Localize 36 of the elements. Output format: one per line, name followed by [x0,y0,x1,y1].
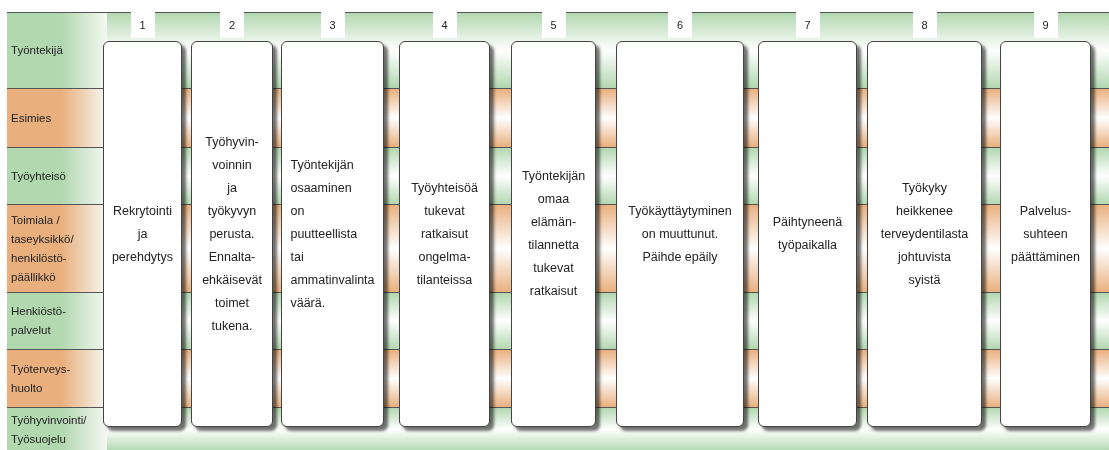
card-text: Työntekijän omaa elämän- tilannetta tukevat ratkaisut [521,168,586,300]
process-card [758,41,857,427]
card-text: Työntekijän osaaminen on puutteellista tai ammatinvalinta väärä. [290,156,375,312]
column-number: 7 [795,12,820,38]
process-card [1000,41,1091,427]
column-number: 2 [220,12,244,38]
lane-header [7,407,107,450]
lane-label: Työyhteisö [10,168,67,184]
card-text: Rekrytointi ja perehdytys [111,202,174,266]
process-card [616,41,744,427]
lane-label: Työhyvinvointi/ Työsuojelu [10,412,88,447]
process-card [191,41,273,427]
column-number: 3 [320,12,345,38]
process-card [511,41,596,427]
card-text: Palvelus- suhteen päättäminen [1011,202,1080,266]
lane-label: Työntekijä [10,43,64,58]
card-text: Työkyky heikkenee terveydentilasta johtuvista syistä [880,179,969,289]
column-number: 1 [130,12,155,38]
lane-label: Työterveys- huolto [10,361,72,396]
card-text: Päihtyneenä työpaikalla [772,214,843,254]
process-card [103,41,182,427]
card-text: Työyhteisöä tukevat ratkaisut ongelma- tilanteissa [411,179,478,289]
lane-header [7,12,107,88]
column-number: 5 [541,12,566,38]
card-text: Työkäyttäytyminen on muuttunut. Päihde epäily [627,202,733,266]
column-number: 6 [668,12,692,38]
column-number: 9 [1033,12,1058,38]
lane-label: Henkiöstö- palvelut [10,304,67,338]
process-card [867,41,982,427]
lane-label: Toimiala / taseyksikkö/ henkilöstö- päällikkö [10,212,75,285]
column-number: 4 [432,12,457,38]
card-text: Työhyvin- voinnin ja työkyvyn perusta. Ennalta- ehkäisevät toimet tukena. [202,133,262,335]
lane-label: Esimies [10,110,53,126]
process-card [399,41,490,427]
column-number: 8 [912,12,937,38]
process-card [281,41,384,427]
